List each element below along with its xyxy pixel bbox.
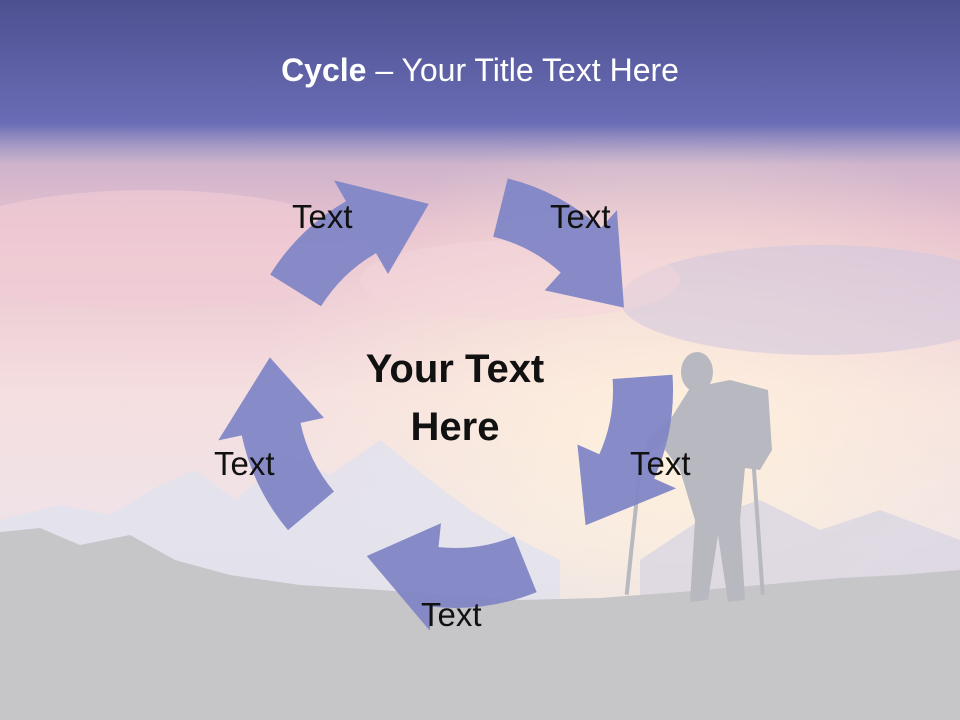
cycle-arrow-2 [577,374,677,526]
cycle-arrow-3 [366,523,537,631]
cycle-label-4: Text [421,596,482,633]
center-text-line-2: Here [410,405,500,449]
cycle-arrow-4 [218,357,334,531]
cycle-label-2: Text [550,198,611,235]
center-text: Your Text Here [330,340,580,456]
cycle-label-5: Text [214,445,275,482]
title-bold: Cycle [281,52,367,88]
page-title: Cycle – Your Title Text Here [0,52,960,89]
title-rest: – Your Title Text Here [366,52,679,88]
cycle-arrow-1 [493,178,624,308]
cycle-label-3: Text [630,445,691,482]
cycle-label-1: Text [292,198,353,235]
cycle-arrow-5 [270,180,429,307]
center-text-line-1: Your Text [365,347,545,391]
